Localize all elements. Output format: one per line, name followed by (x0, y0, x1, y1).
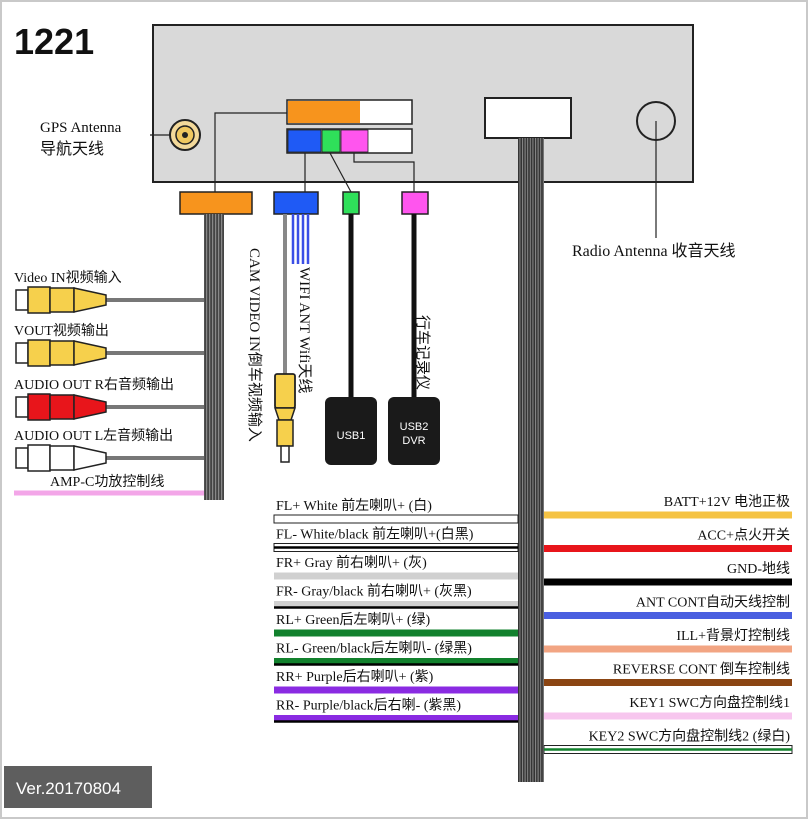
wire-row: BATT+12V 电池正极 (544, 494, 792, 519)
wire-label: ACC+点火开关 (697, 528, 790, 544)
wire-label: FL- White/black 前左喇叭+(白黑) (276, 526, 474, 543)
wire-row: ACC+点火开关 (544, 528, 792, 552)
model-label: 1221 (14, 21, 94, 62)
wire-row: GND-地线 (544, 561, 792, 586)
wire-label: KEY1 SWC方向盘控制线1 (629, 694, 790, 711)
wire-label: RR+ Purple后右喇叭+ (紫) (276, 669, 434, 685)
usb2-plug-icon: USB2 DVR (388, 397, 440, 465)
cam-video-label: CAM VIDEO IN倒车视频输入 (246, 248, 263, 442)
wire-label: ILL+背景灯控制线 (676, 628, 790, 644)
main-wire-bundle (518, 138, 544, 782)
wire-label: FR+ Gray 前右喇叭+ (灰) (276, 554, 427, 571)
left-connector-label: AUDIO OUT L左音频输出 (14, 427, 173, 444)
radio-antenna-label: Radio Antenna 收音天线 (572, 242, 736, 260)
wire-row: ANT CONT自动天线控制 (544, 595, 792, 619)
version-badge-bg (4, 766, 152, 808)
power-wire-group: BATT+12V 电池正极 ACC+点火开关 GND-地线 ANT CONT自动天线控… (543, 494, 793, 754)
wire-label: ANT CONT自动天线控制 (636, 595, 790, 611)
amp-connector (179, 191, 253, 215)
wifi-antenna-wires (291, 214, 310, 264)
wire-row: RR+ Purple后右喇叭+ (紫) (274, 669, 518, 694)
gps-antenna-cn-label: 导航天线 (40, 140, 104, 158)
usb1-plug-icon: USB1 (325, 397, 377, 465)
gps-antenna-label: GPS Antenna (40, 120, 122, 136)
dvr-label: 行车记录仪 (414, 315, 431, 390)
wire-row: FL- White/black 前左喇叭+(白黑) (273, 526, 519, 552)
rca-connector-icon (15, 444, 107, 472)
wire-row: FR+ Gray 前右喇叭+ (灰) (274, 554, 518, 580)
wire-row: REVERSE CONT 倒车控制线 (544, 661, 792, 686)
wire-label: GND-地线 (727, 561, 790, 577)
main-harness-port (484, 97, 572, 139)
usb2-connector (401, 191, 429, 215)
svg-text:DVR: DVR (402, 435, 425, 447)
left-connector-group: Video IN视频输入 VOUT视频输出 AUDIO OUT R右音频输出 AUDI… (14, 270, 174, 472)
wire-label: RR- Purple/black后右喇- (紫黑) (276, 698, 461, 714)
rca-connector-icon (15, 286, 107, 314)
wire-label: BATT+12V 电池正极 (664, 494, 790, 510)
wire-label: RL- Green/black后左喇叭- (绿黑) (276, 641, 472, 657)
wire-label: FL+ White 前左喇叭+ (白) (276, 497, 432, 514)
cam-video-rca-icon (273, 373, 297, 463)
left-connector-label: AUDIO OUT R右音频输出 (14, 376, 174, 393)
rca-connector-icon (15, 339, 107, 367)
svg-text:USB2: USB2 (400, 421, 429, 433)
amp-label: AMP-C功放控制线 (50, 474, 164, 490)
wire-label: RL+ Green后左喇叭+ (绿) (276, 612, 431, 628)
wire-label: FR- Gray/black 前右喇叭+ (灰黑) (276, 583, 472, 600)
wire-row: RL- Green/black后左喇叭- (绿黑) (274, 641, 518, 666)
head-unit-body (152, 24, 694, 183)
wire-row: KEY1 SWC方向盘控制线1 (544, 694, 792, 720)
wire-row: FR- Gray/black 前右喇叭+ (灰黑) (274, 583, 518, 609)
gps-socket-icon (169, 119, 201, 151)
wire-row: KEY2 SWC方向盘控制线2 (绿白) (543, 728, 793, 754)
wifi-label: WIFI ANT Wifi天线 (296, 267, 313, 393)
left-connector-label: VOUT视频输出 (14, 323, 109, 339)
wire-row: FL+ White 前左喇叭+ (白) (273, 497, 519, 524)
wire-row: ILL+背景灯控制线 (544, 628, 792, 653)
left-wire-bundle (204, 214, 224, 500)
wire-label: REVERSE CONT 倒车控制线 (613, 661, 790, 678)
rca-connector-icon (15, 393, 107, 421)
svg-text:USB1: USB1 (337, 430, 366, 442)
wire-row: RL+ Green后左喇叭+ (绿) (274, 612, 518, 637)
speaker-wire-group: FL+ White 前左喇叭+ (白) FL- White/black 前左喇叭+… (273, 497, 519, 723)
left-connector-label: Video IN视频输入 (14, 270, 122, 286)
version-label: Ver.20170804 (16, 779, 121, 798)
usb1-connector (342, 191, 360, 215)
wire-row: RR- Purple/black后右喇- (紫黑) (274, 698, 518, 723)
cam-connector (273, 191, 319, 215)
wire-label: KEY2 SWC方向盘控制线2 (绿白) (589, 728, 791, 745)
